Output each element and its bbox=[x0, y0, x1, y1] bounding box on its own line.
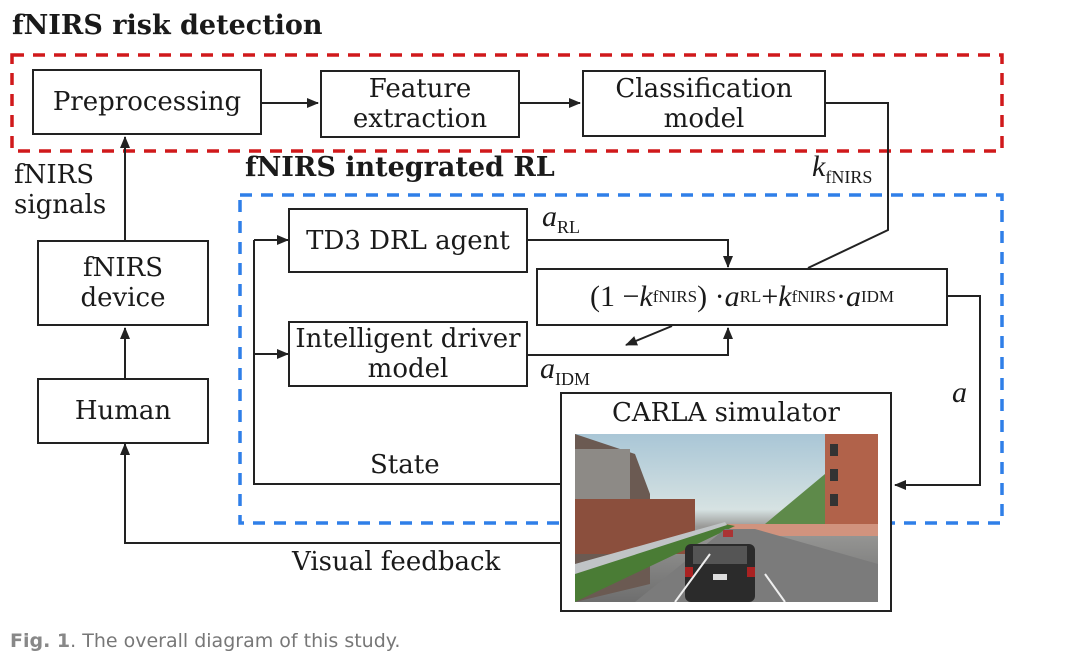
integrated-rl-title: fNIRS integrated RL bbox=[245, 152, 555, 183]
formula-k: k bbox=[639, 280, 653, 313]
figure-label: Fig. 1 bbox=[10, 630, 71, 652]
formula-a-rl: a bbox=[724, 280, 740, 313]
formula-plus: + bbox=[761, 280, 779, 313]
line-state bbox=[253, 240, 560, 485]
arrow-visual-feedback bbox=[120, 443, 560, 544]
formula-a-idm-sub: IDM bbox=[860, 287, 895, 306]
formula-k2-sub: fNIRS bbox=[791, 287, 836, 306]
arrow-a-rl bbox=[527, 239, 733, 268]
caption-text: . The overall diagram of this study. bbox=[70, 630, 401, 652]
formula-open: (1 − bbox=[589, 280, 640, 313]
risk-detection-group bbox=[10, 53, 1004, 153]
risk-detection-title: fNIRS risk detection bbox=[12, 10, 323, 41]
idm-box: Intelligent driver model bbox=[288, 321, 528, 387]
human-box: Human bbox=[37, 378, 209, 444]
visual-feedback-label: Visual feedback bbox=[292, 547, 501, 577]
formula-k-sub: fNIRS bbox=[652, 287, 698, 306]
fnirs-device-box: fNIRS device bbox=[37, 240, 209, 326]
driving-scene bbox=[575, 434, 878, 602]
formula-k2: k bbox=[778, 280, 792, 313]
line-k-fnirs bbox=[807, 102, 889, 269]
td3-agent-box: TD3 DRL agent bbox=[288, 208, 528, 273]
carla-title: CARLA simulator bbox=[612, 398, 840, 428]
a-rl-label: aRL bbox=[542, 200, 581, 237]
arrow-a-idm bbox=[527, 327, 733, 356]
preprocessing-box: Preprocessing bbox=[32, 69, 262, 135]
state-label: State bbox=[370, 450, 440, 480]
formula-a-idm: a bbox=[845, 280, 861, 313]
arrow-action-to-carla bbox=[894, 295, 981, 490]
action-label: a bbox=[952, 376, 967, 409]
formula-a-rl-sub: RL bbox=[739, 287, 762, 306]
fnirs-signals-label: fNIRS signals bbox=[14, 160, 107, 220]
feature-extraction-box: Feature extraction bbox=[320, 70, 520, 138]
figure-caption: Fig. 1. The overall diagram of this stud… bbox=[10, 630, 400, 652]
k-fnirs-label: kfNIRS bbox=[812, 150, 873, 187]
classification-model-box: Classification model bbox=[582, 70, 826, 137]
driving-scene-image bbox=[575, 434, 878, 602]
formula-dot: · bbox=[835, 280, 846, 313]
formula-close: ) · bbox=[697, 280, 725, 313]
a-idm-label: aIDM bbox=[540, 352, 590, 389]
carla-simulator-box: CARLA simulator bbox=[560, 392, 892, 612]
arrow-formula-to-idm bbox=[625, 325, 673, 346]
